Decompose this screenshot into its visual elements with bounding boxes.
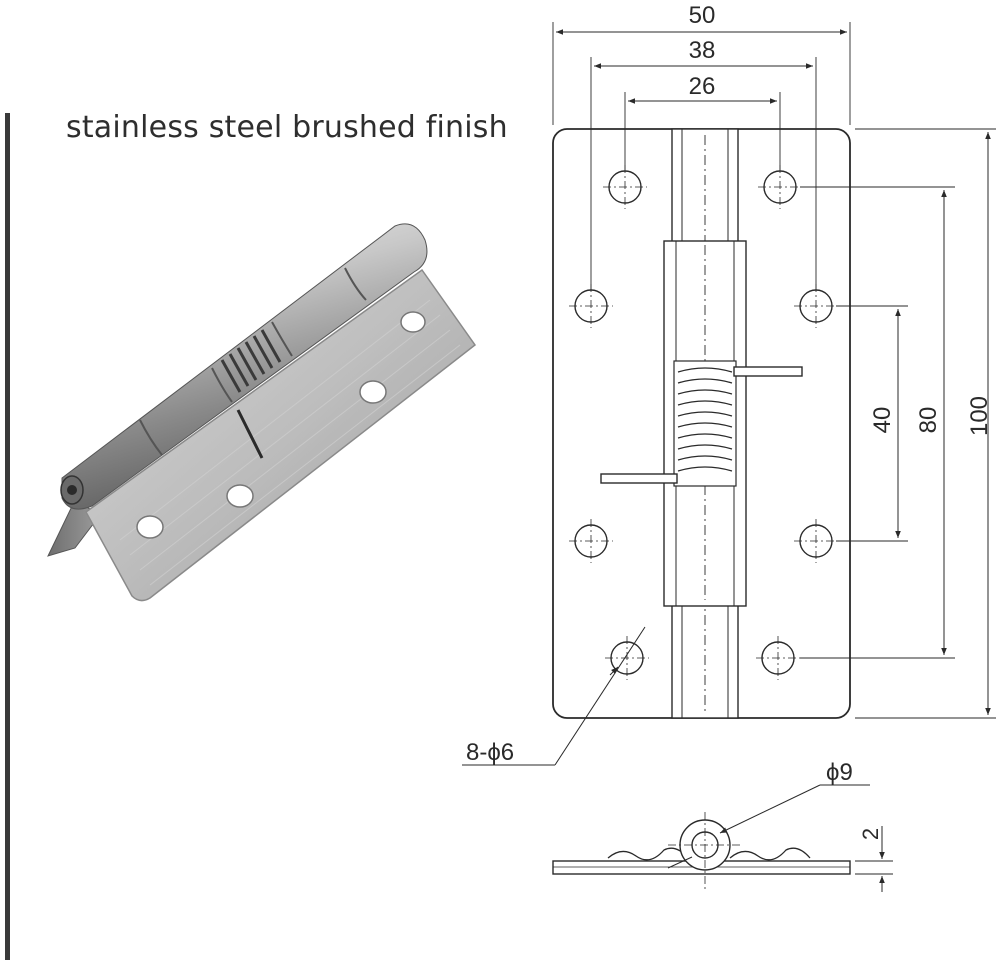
dim-hole-spacing-inner: 26 <box>689 73 716 100</box>
spring-coil-icon <box>673 360 737 487</box>
dim-hole-spacing-outer: 38 <box>689 37 716 64</box>
side-view <box>552 812 851 892</box>
dim-hole-pitch-inner: 40 <box>869 407 896 434</box>
product-caption: stainless steel brushed finish <box>66 110 508 145</box>
dim-hole-pitch-outer: 80 <box>915 407 942 434</box>
dim-knuckle-diameter: ϕ9 <box>826 759 853 786</box>
technical-drawing <box>462 22 996 892</box>
left-divider-bar <box>5 113 10 960</box>
dim-width-outer: 50 <box>689 2 716 29</box>
spring-hinge-photo-icon <box>47 223 477 602</box>
dim-height-total: 100 <box>966 396 993 436</box>
dim-holes-callout: 8-ϕ6 <box>466 739 514 766</box>
dim-thickness: 2 <box>858 828 883 840</box>
